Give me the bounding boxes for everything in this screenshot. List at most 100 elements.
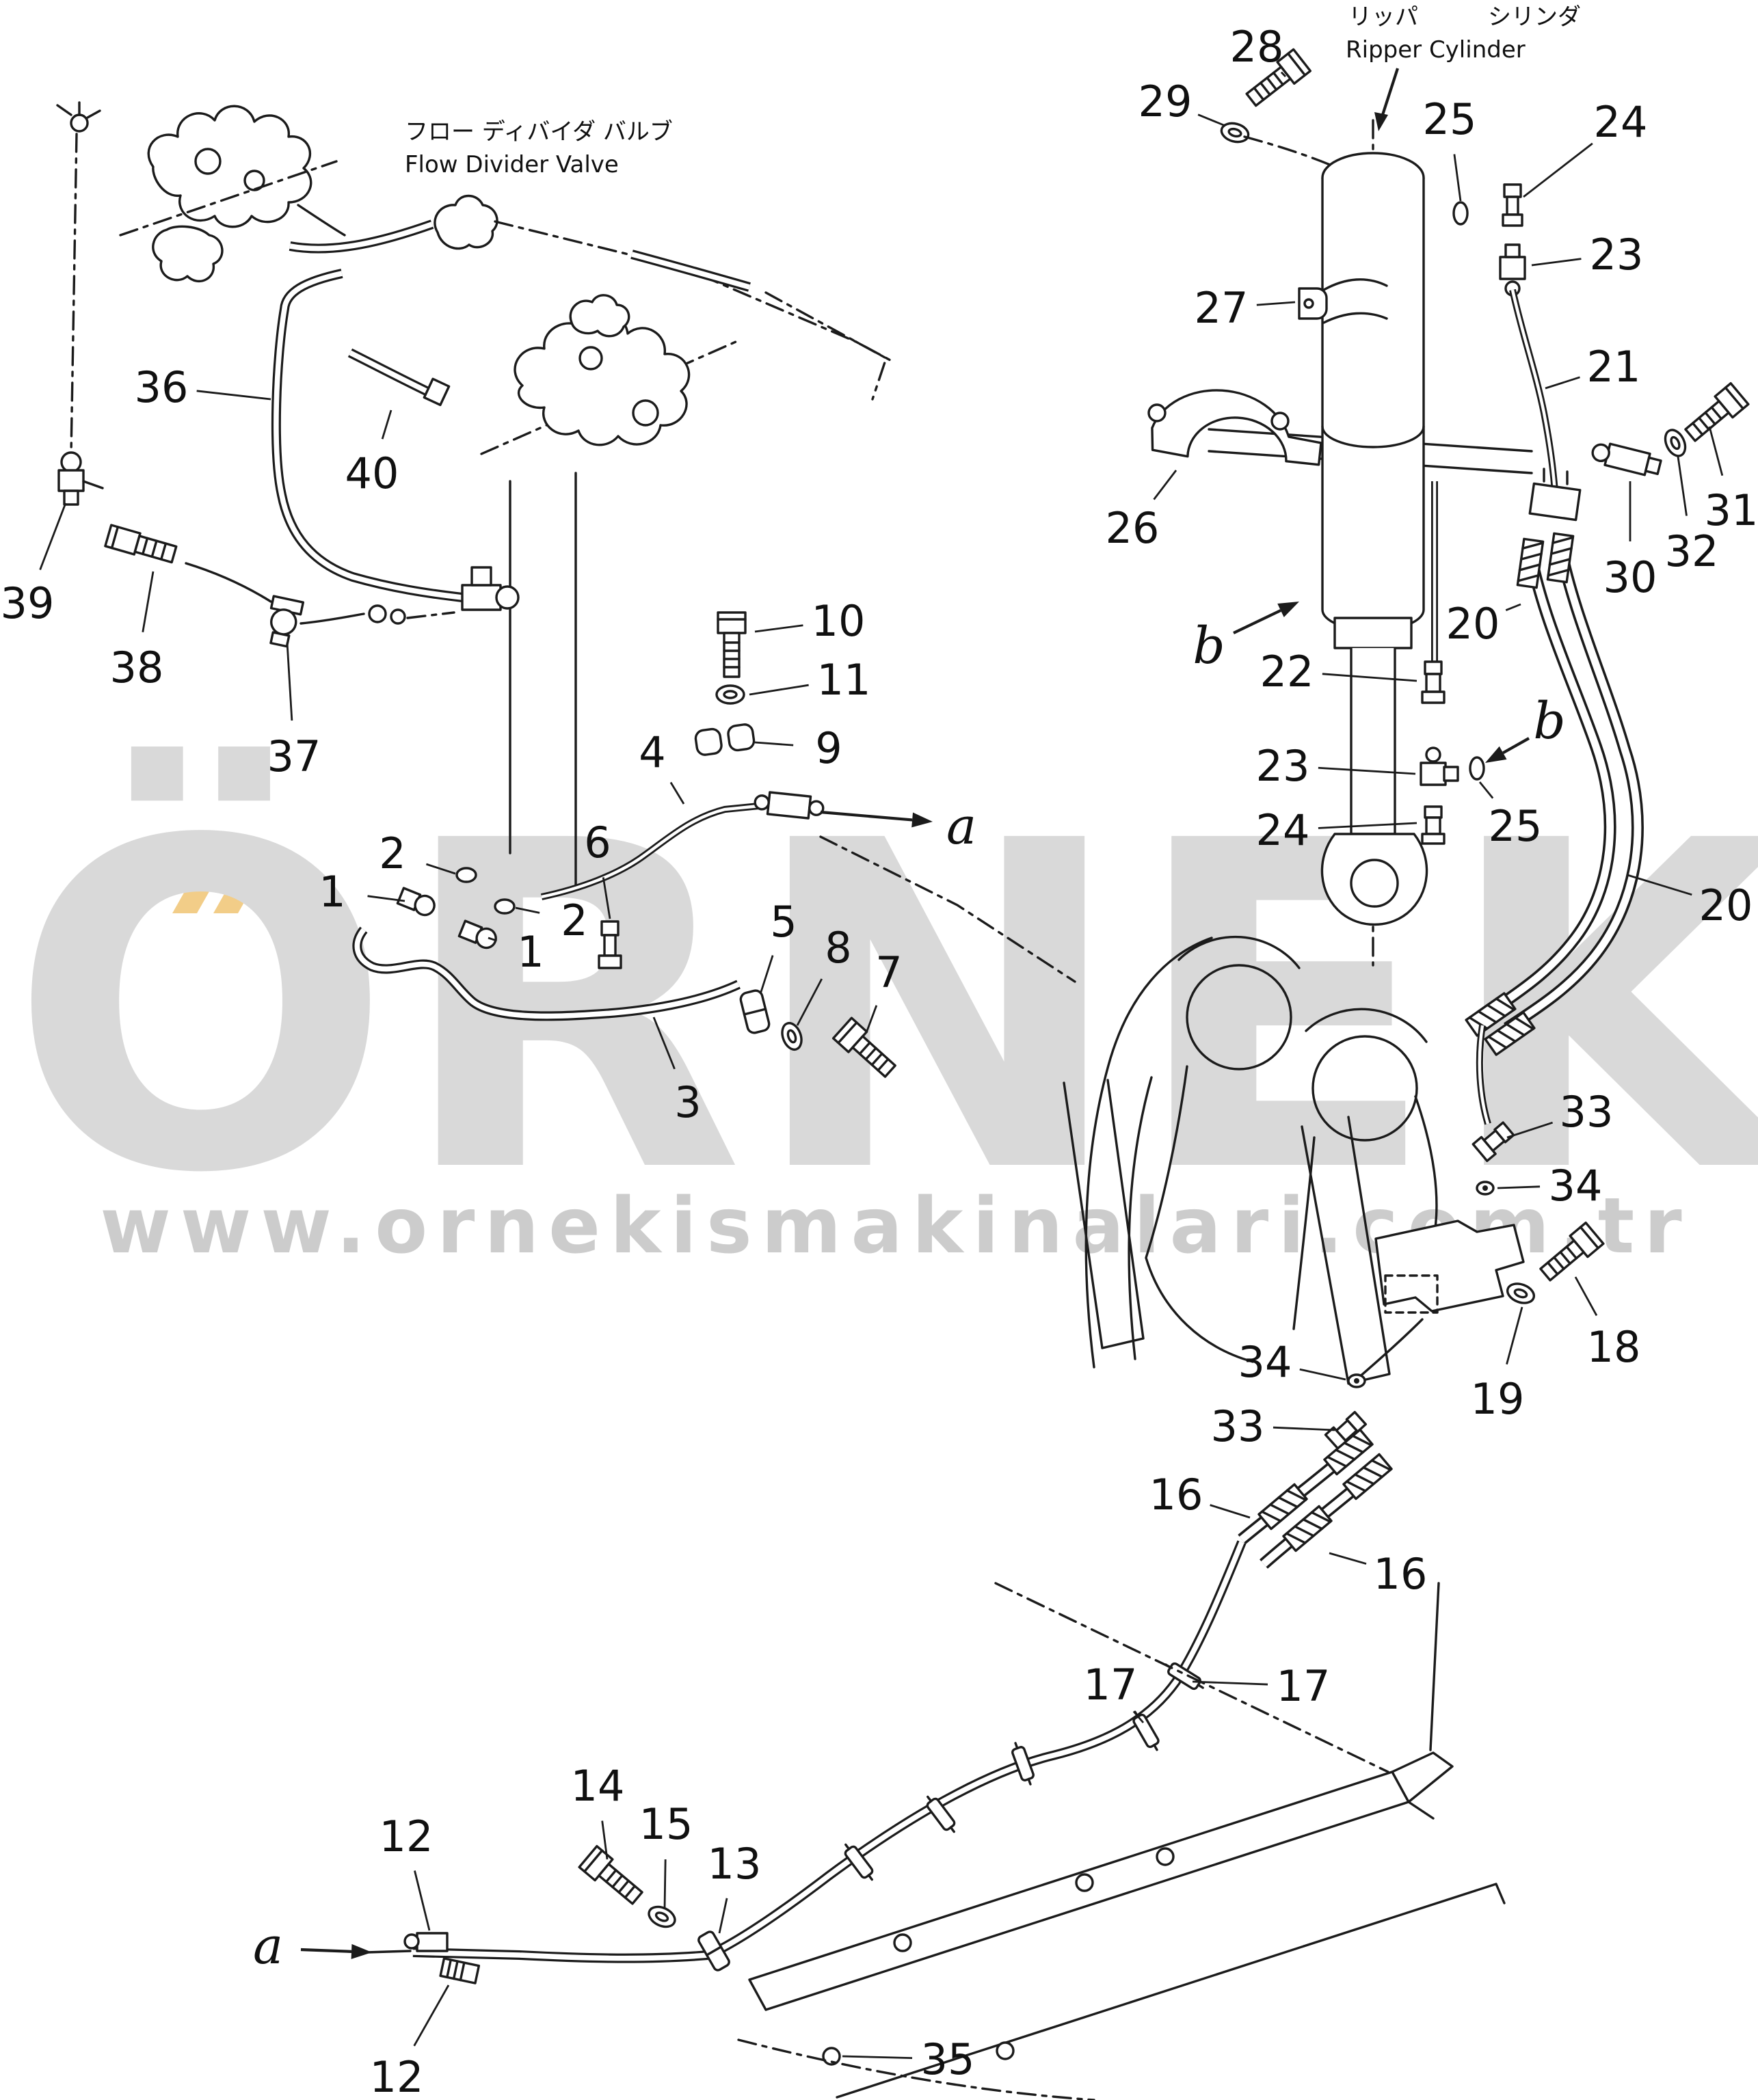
leader-line-40-1 (381, 409, 392, 440)
callout-36-0: 36 (135, 362, 189, 412)
tube-end-line (365, 1950, 412, 1954)
leader-line-23-22 (1531, 258, 1582, 267)
callout-30-28: 30 (1603, 552, 1657, 602)
callout-23-22: 23 (1590, 230, 1644, 280)
watermark-text: ÖRNEK (9, 742, 1758, 1271)
callout-9-7: 9 (815, 723, 842, 773)
callout-7-16: 7 (875, 947, 902, 997)
elbow-23-top (1499, 243, 1526, 297)
callout-27-23: 27 (1195, 283, 1249, 333)
leader-line-29-19 (1197, 113, 1226, 127)
leader-line-24-32 (1318, 822, 1417, 829)
section-arrow-head-b-2 (1485, 746, 1507, 763)
leader-line-35-50 (842, 2055, 913, 2060)
callout-12-49: 12 (370, 2052, 424, 2100)
fitting-12-top (403, 1932, 449, 1952)
fitting-12-bottom (439, 1957, 481, 1984)
callout-19-38: 19 (1471, 1374, 1525, 1424)
clip-27 (1298, 287, 1328, 320)
callout-18-37: 18 (1587, 1322, 1641, 1372)
fitting-topleft (56, 101, 101, 455)
leader-line-12-49 (413, 1984, 450, 2047)
fitting-38 (104, 524, 178, 564)
hose-16-pair (1238, 1428, 1393, 1569)
leader-line-38-3 (142, 571, 155, 632)
callout-34-36: 34 (1549, 1161, 1603, 1211)
callout-1-13: 1 (517, 927, 544, 977)
manifold-block (1528, 482, 1582, 522)
leader-line-2-12 (515, 906, 540, 914)
elbow-pipe36-end (461, 566, 520, 611)
leader-line-31-26 (1708, 426, 1724, 476)
leader-line-8-15 (796, 978, 823, 1026)
leader-line-33-40 (1273, 1426, 1335, 1431)
elbow-30 (1591, 442, 1662, 476)
leader-line-3-17 (652, 1017, 676, 1070)
flow-divider-label-en: Flow Divider Valve (405, 151, 619, 178)
fitting-37 (269, 595, 305, 648)
leader-line-20-34 (1627, 874, 1692, 896)
callout-29-19: 29 (1138, 77, 1193, 126)
fitting-1-right (457, 919, 497, 950)
bolt-10 (717, 611, 747, 678)
fitting-22 (1421, 660, 1446, 704)
section-marker-b-2: b (1533, 692, 1565, 751)
callout-14-45: 14 (571, 1761, 625, 1811)
fitting-1-left (396, 887, 436, 917)
callout-24-21: 24 (1594, 97, 1648, 147)
pipe-40 (347, 348, 451, 407)
callout-16-41: 16 (1149, 1470, 1203, 1520)
callout-15-46: 15 (639, 1799, 693, 1849)
elbow-39 (57, 451, 104, 506)
callout-1-10: 1 (319, 867, 345, 917)
callout-20-29: 20 (1446, 599, 1500, 649)
callout-3-17: 3 (674, 1077, 701, 1127)
manifold-bolts (1543, 468, 1569, 485)
ripper-cylinder-art (1320, 119, 1428, 967)
callout-20-34: 20 (1699, 880, 1753, 930)
ripper-cylinder-label-en: Ripper Cylinder (1346, 36, 1526, 64)
washer-29 (1218, 119, 1252, 146)
section-arrow-line-a-0 (820, 810, 913, 822)
leader-line-19-38 (1506, 1306, 1523, 1365)
callout-16-42: 16 (1374, 1549, 1428, 1599)
leader-line-39-2 (39, 502, 67, 570)
washer-19 (1504, 1279, 1538, 1308)
callout-32-27: 32 (1665, 526, 1719, 576)
leader-line-11-6 (749, 684, 809, 696)
callout-25-20: 25 (1423, 94, 1477, 144)
leader-line-1-13 (488, 937, 497, 942)
fitting-24-top (1502, 183, 1523, 227)
leader-line-36-0 (196, 390, 271, 401)
diagram-line-art (56, 48, 1750, 2100)
section-marker-a-3: a (253, 1917, 283, 1976)
section-arrow-head-a-0 (911, 812, 933, 828)
leader-line-17-43 (1132, 1710, 1145, 1723)
tube-21 (1509, 288, 1558, 493)
watermark-accent-icon (213, 850, 274, 913)
section-marker-a-0: a (946, 797, 976, 856)
callout-11-6: 11 (817, 655, 871, 705)
leader-line-32-27 (1677, 456, 1688, 516)
leader-line-33-35 (1506, 1121, 1554, 1139)
clamp-13 (697, 1930, 730, 1971)
callout-28-18: 28 (1230, 22, 1284, 72)
leader-line-28-18 (1280, 71, 1287, 77)
callout-6-11: 6 (584, 818, 611, 867)
centerline-28 (1243, 135, 1336, 168)
callout-35-50: 35 (921, 2034, 975, 2084)
leader-line-26-25 (1153, 470, 1177, 500)
leader-line-2-9 (426, 863, 456, 875)
washer-32 (1660, 425, 1690, 461)
callout-33-40: 33 (1211, 1401, 1265, 1451)
upper-hose-art (289, 194, 893, 401)
leader-line-18-37 (1574, 1276, 1598, 1317)
leader-line-22-30 (1322, 673, 1417, 682)
oring-25-bottom (1469, 756, 1485, 781)
frame-rails (737, 1582, 1506, 2100)
bolt-14 (578, 1844, 648, 1910)
callout-23-31: 23 (1256, 741, 1310, 791)
leader-line-6-11 (602, 877, 611, 919)
section-marker-b-1: b (1193, 617, 1225, 675)
callout-2-9: 2 (379, 829, 405, 878)
